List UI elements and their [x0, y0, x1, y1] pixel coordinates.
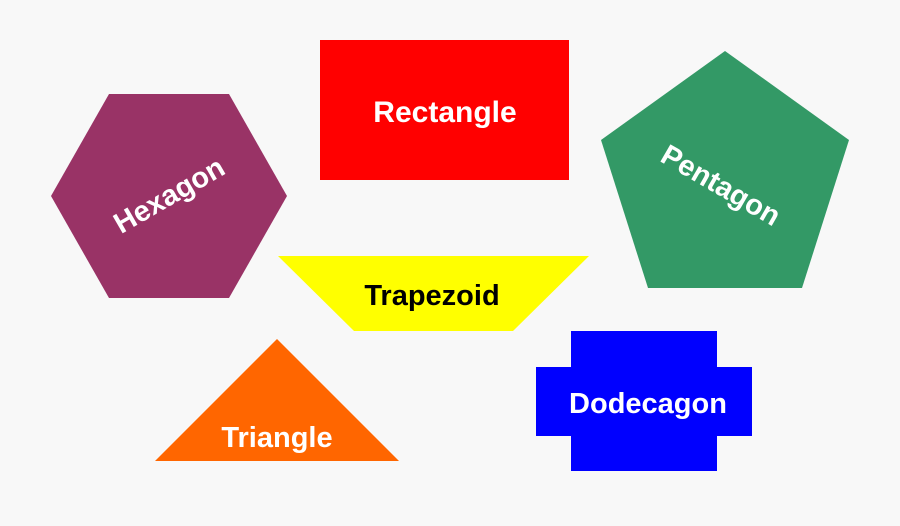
- dodecagon-label: Dodecagon: [569, 388, 727, 420]
- dodecagon-fill: [536, 331, 752, 471]
- trapezoid-fill: [278, 256, 589, 331]
- rectangle-shape: Rectangle: [320, 40, 569, 180]
- hexagon-fill: [51, 94, 287, 298]
- triangle-label: Triangle: [221, 422, 332, 454]
- pentagon-shape: Pentagon: [601, 51, 849, 288]
- triangle-fill: [155, 339, 399, 461]
- trapezoid-shape: Trapezoid: [278, 256, 589, 331]
- rectangle-label: Rectangle: [373, 96, 516, 129]
- trapezoid-label: Trapezoid: [364, 280, 499, 312]
- triangle-shape: Triangle: [155, 339, 399, 461]
- hexagon-shape: Hexagon: [51, 94, 287, 298]
- rectangle-fill: [320, 40, 569, 180]
- dodecagon-shape: Dodecagon: [536, 331, 752, 471]
- pentagon-fill: [601, 51, 849, 288]
